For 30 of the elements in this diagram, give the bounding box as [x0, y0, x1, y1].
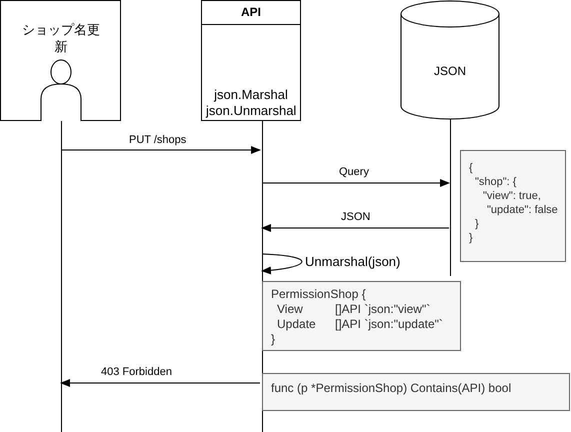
message-arrow [261, 254, 302, 274]
code-text: "shop": { [475, 175, 516, 190]
message-label: 403 Forbidden [100, 366, 173, 378]
code-text: Update [277, 317, 316, 332]
code-text: } [469, 231, 473, 246]
code-text: "update": false [487, 203, 558, 218]
message-label: PUT /shops [128, 134, 188, 146]
code-text: "view": true, [483, 189, 541, 204]
code-note [262, 373, 570, 411]
message-label: JSON [340, 211, 372, 223]
participant-title: API [202, 1, 300, 25]
code-text: []API `json:"view"` [335, 302, 430, 317]
message-arrow [60, 146, 261, 154]
message-arrow [60, 379, 260, 387]
code-text: View [277, 302, 303, 317]
code-text: []API `json:"update"` [335, 317, 443, 332]
code-text: func (p *PermissionShop) Contains(API) bool [271, 381, 512, 396]
message-arrow [261, 224, 450, 232]
message-arrow [262, 179, 450, 187]
message-label: Query [338, 166, 370, 178]
code-text: } [271, 332, 276, 347]
code-text: PermissionShop { [271, 287, 366, 302]
code-text: { [469, 161, 473, 176]
function-names: json.Marshal json.Unmarshal [206, 87, 296, 119]
database-label: JSON [432, 64, 467, 78]
actor-name: ショップ名更新 [21, 21, 101, 55]
code-note [262, 281, 461, 351]
message-label: Unmarshal(json) [304, 256, 402, 268]
code-text: } [475, 217, 479, 232]
code-note [460, 150, 566, 262]
